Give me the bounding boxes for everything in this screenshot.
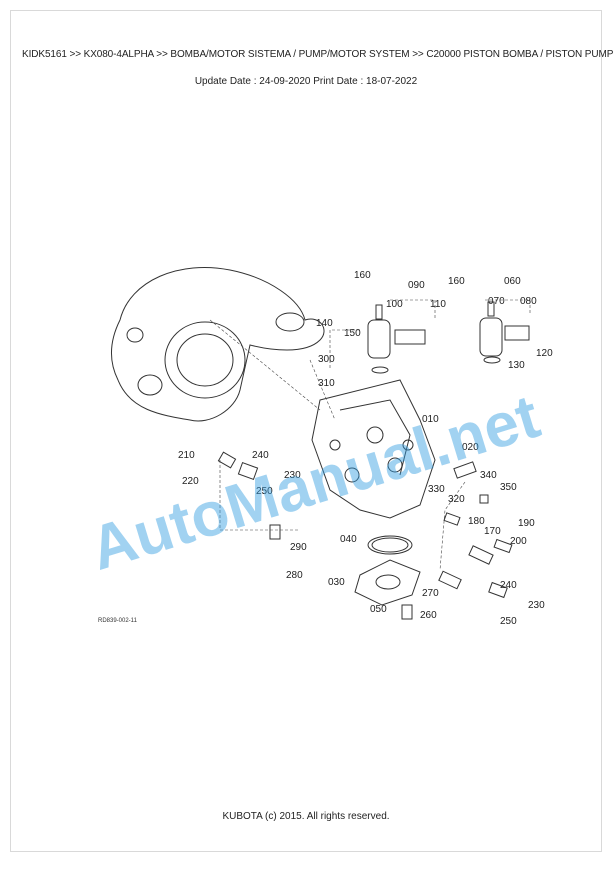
svg-text:180: 180 xyxy=(468,516,485,527)
copyright-footer: KUBOTA (c) 2015. All rights reserved. xyxy=(222,811,390,822)
svg-text:110: 110 xyxy=(430,299,446,310)
svg-text:120: 120 xyxy=(536,348,553,359)
svg-text:160: 160 xyxy=(354,270,371,281)
svg-text:140: 140 xyxy=(316,318,333,329)
svg-text:290: 290 xyxy=(290,542,307,553)
svg-text:030: 030 xyxy=(328,577,345,588)
svg-text:330: 330 xyxy=(428,484,445,495)
svg-text:060: 060 xyxy=(504,276,521,287)
svg-text:270: 270 xyxy=(422,588,439,599)
svg-text:150: 150 xyxy=(344,328,361,339)
svg-text:210: 210 xyxy=(178,450,195,461)
svg-text:070: 070 xyxy=(488,296,505,307)
svg-text:280: 280 xyxy=(286,570,303,581)
svg-text:240: 240 xyxy=(252,450,269,461)
svg-text:100: 100 xyxy=(386,299,403,310)
svg-text:340: 340 xyxy=(480,470,497,481)
svg-text:350: 350 xyxy=(500,482,517,493)
svg-text:250: 250 xyxy=(256,486,273,497)
svg-text:130: 130 xyxy=(508,360,525,371)
svg-text:040: 040 xyxy=(340,534,357,545)
update-print-dates: Update Date : 24-09-2020 Print Date : 18… xyxy=(194,76,418,87)
svg-text:260: 260 xyxy=(420,610,437,621)
svg-text:020: 020 xyxy=(462,442,479,453)
svg-text:080: 080 xyxy=(520,296,537,307)
exploded-parts-diagram: 160 090 100 110 160 060 070 080 140 150 120 130 3… xyxy=(110,266,553,627)
svg-text:300: 300 xyxy=(318,354,335,365)
svg-text:160: 160 xyxy=(448,276,465,287)
svg-text:250: 250 xyxy=(500,616,517,627)
svg-text:240: 240 xyxy=(500,580,517,591)
svg-text:230: 230 xyxy=(284,470,301,481)
svg-text:190: 190 xyxy=(518,518,535,529)
breadcrumb: KIDK5161 >> KX080-4ALPHA >> BOMBA/MOTOR … xyxy=(22,49,613,60)
svg-text:310: 310 xyxy=(318,378,335,389)
svg-text:200: 200 xyxy=(510,536,527,547)
document-page xyxy=(10,10,602,852)
svg-text:220: 220 xyxy=(182,476,199,487)
svg-text:050: 050 xyxy=(370,604,387,615)
svg-text:170: 170 xyxy=(484,526,501,537)
figure-reference: RD839-002-11 xyxy=(98,618,137,624)
svg-text:090: 090 xyxy=(408,280,425,291)
svg-text:010: 010 xyxy=(422,414,439,425)
svg-text:320: 320 xyxy=(448,494,465,505)
svg-text:230: 230 xyxy=(528,600,545,611)
